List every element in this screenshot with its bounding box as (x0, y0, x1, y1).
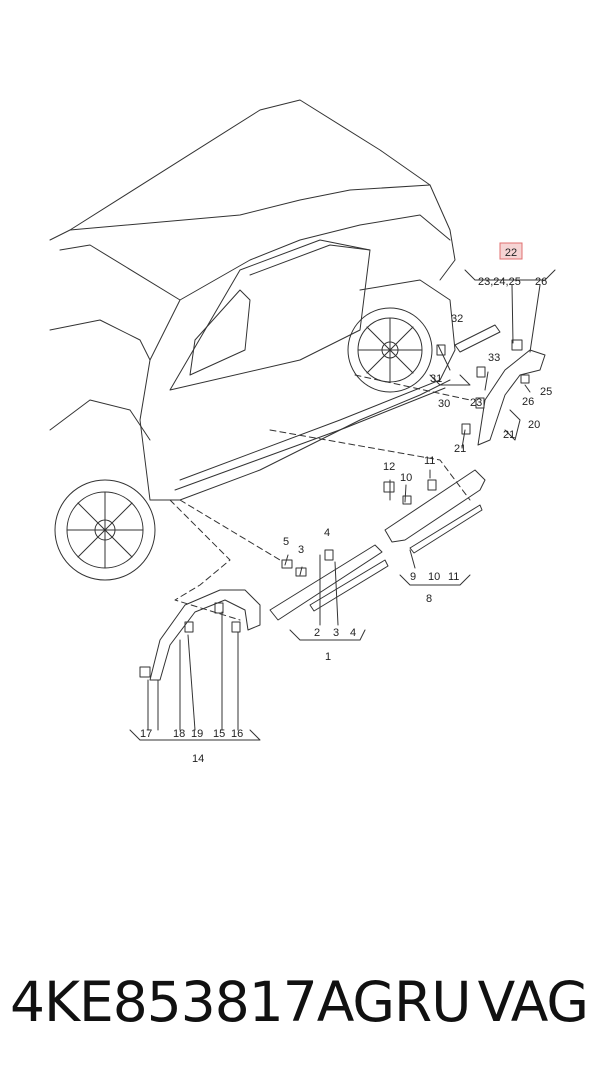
callout: 3 (333, 627, 339, 639)
callout: 25 (540, 386, 552, 398)
side-sill-left (269, 544, 383, 621)
footer: 4KE853817AGRU VAG (0, 970, 600, 1060)
callout: 5 (283, 536, 289, 548)
callout: 2 (314, 627, 320, 639)
callout: 19 (191, 728, 203, 740)
brand-label: VAG (477, 970, 589, 1034)
leader-lines (169, 374, 471, 621)
callout: 14 (192, 753, 204, 765)
callout: 23,24,25 (478, 276, 521, 288)
callout-leaders (129, 269, 556, 741)
callout: 33 (488, 352, 500, 364)
clips (139, 324, 530, 678)
callout: 10 (428, 571, 440, 583)
callout: 21 (454, 443, 466, 455)
front-arch-trim (149, 589, 261, 681)
callout-labels: 23,24,25 26 32 33 31 30 23 25 26 20 21 2… (140, 276, 552, 765)
callout: 31 (430, 373, 442, 385)
callout: 17 (140, 728, 152, 740)
callout: 12 (383, 461, 395, 473)
parts-diagram: 22 23,24,25 26 32 33 31 30 23 25 26 20 2… (49, 99, 556, 765)
callout: 8 (426, 593, 432, 605)
callout: 1 (325, 651, 331, 663)
callout: 4 (350, 627, 356, 639)
callout: 30 (438, 398, 450, 410)
callout: 23 (470, 397, 482, 409)
part-number: 4KE853817AGRU (10, 970, 472, 1034)
callout: 16 (231, 728, 243, 740)
side-sill-strip-left (309, 559, 389, 612)
callout: 3 (298, 544, 304, 556)
callout: 15 (213, 728, 225, 740)
front-wheel (54, 479, 156, 581)
rear-arch-trim (477, 349, 546, 446)
callout: 10 (400, 472, 412, 484)
car-outline (49, 99, 456, 501)
side-sill-right (384, 469, 486, 543)
rear-wheel (347, 307, 433, 393)
callout: 11 (448, 571, 459, 583)
callout: 9 (410, 571, 416, 583)
callout: 11 (424, 455, 435, 467)
highlight-callout-box (499, 242, 523, 260)
side-sill-strip-right (409, 504, 483, 554)
callout: 21 (503, 429, 515, 441)
callout: 32 (451, 313, 463, 325)
callout: 18 (173, 728, 185, 740)
callout: 20 (528, 419, 540, 431)
callout: 26 (535, 276, 547, 288)
highlight-callout-label: 22 (505, 247, 517, 259)
callout: 4 (324, 527, 330, 539)
callout: 26 (522, 396, 534, 408)
